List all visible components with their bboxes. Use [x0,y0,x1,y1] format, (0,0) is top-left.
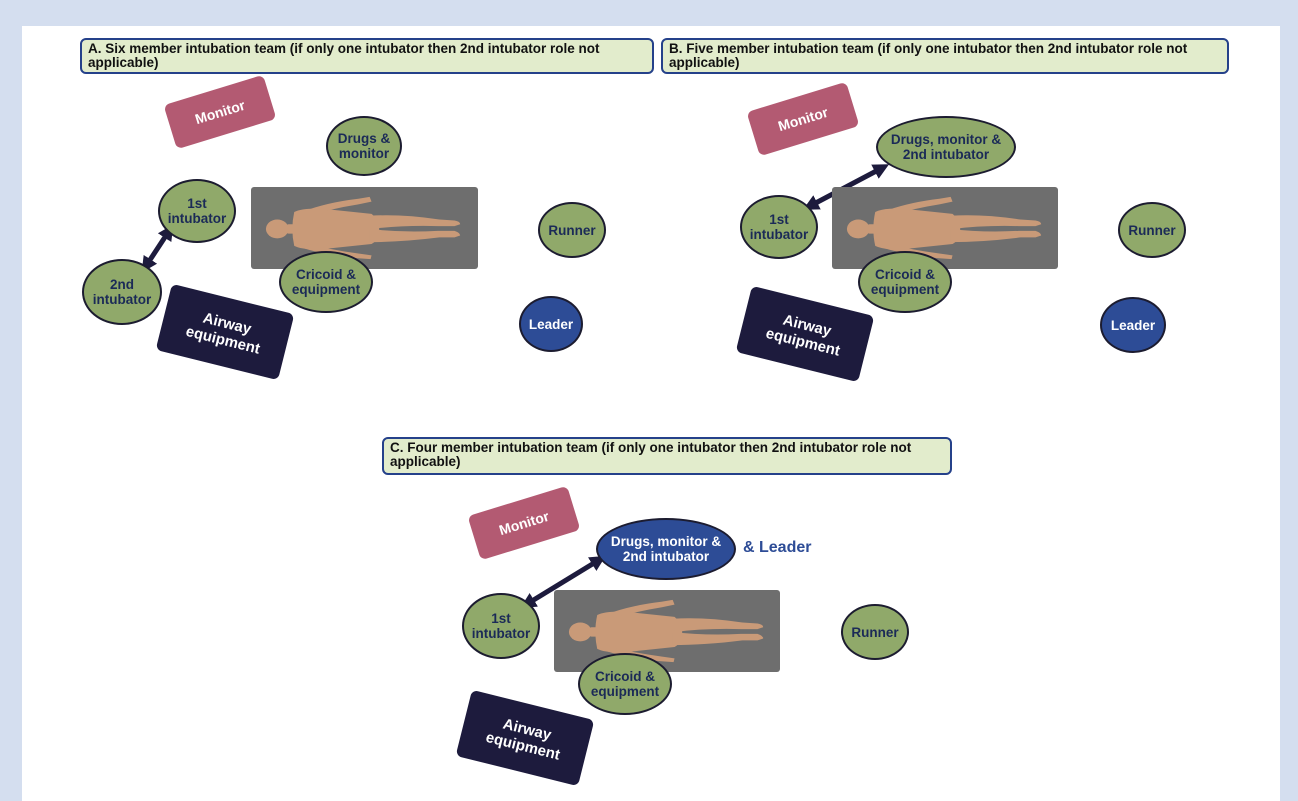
panel-c-leader-suffix: & Leader [743,539,812,556]
panel-c-intubator-drugs-arrow [520,555,606,609]
panel-a-drugs-monitor: Drugs & monitor [326,116,402,176]
diagram-panel: A. Six member intubation team (if only o… [22,26,1280,801]
panel-a-leader: Leader [519,296,583,352]
panel-b-caption: B. Five member intubation team (if only … [661,38,1229,74]
panel-a-cricoid-equipment: Cricoid & equipment [279,251,373,313]
panel-c-caption: C. Four member intubation team (if only … [382,437,952,475]
panel-a-patient-icon [265,196,461,260]
panel-a-1st-intubator: 1st intubator [158,179,236,243]
panel-c-1st-intubator: 1st intubator [462,593,540,659]
panel-b-drugs-monitor-2nd-intubator: Drugs, monitor & 2nd intubator [876,116,1016,178]
panel-a-caption: A. Six member intubation team (if only o… [80,38,654,74]
panel-c-patient-icon [568,599,764,663]
panel-b-1st-intubator: 1st intubator [740,195,818,259]
panel-b-cricoid-equipment: Cricoid & equipment [858,251,952,313]
panel-a-runner: Runner [538,202,606,258]
panel-a-intubator-swap-arrow [141,224,174,273]
panel-a-bed [251,187,478,269]
panel-c-runner: Runner [841,604,909,660]
panel-c-drugs-monitor-2nd-intubator: Drugs, monitor & 2nd intubator [596,518,736,580]
panel-c-bed [554,590,780,672]
panel-a-2nd-intubator: 2nd intubator [82,259,162,325]
panel-b-patient-icon [846,196,1042,260]
panel-b-runner: Runner [1118,202,1186,258]
panel-b-bed [832,187,1058,269]
panel-b-leader: Leader [1100,297,1166,353]
panel-c-cricoid-equipment: Cricoid & equipment [578,653,672,715]
